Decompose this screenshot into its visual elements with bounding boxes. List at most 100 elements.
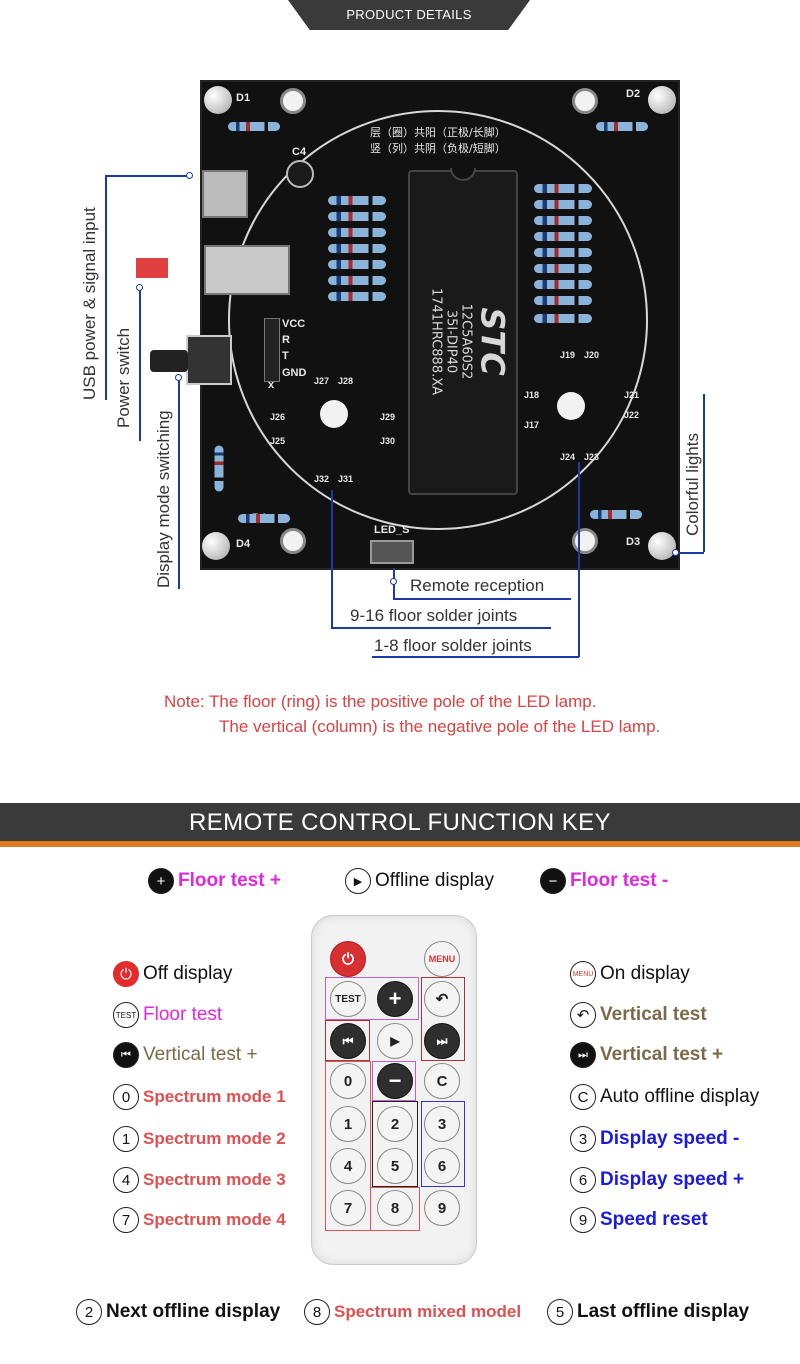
led-d4 (202, 532, 230, 560)
digit-0-icon: 0 (113, 1084, 139, 1110)
silk-j27: J27 (314, 376, 330, 386)
resistor (534, 248, 592, 257)
silk-j19: J19 (560, 350, 576, 360)
remote-key-5[interactable]: 5 (377, 1148, 413, 1184)
mounting-hole-bl (280, 528, 306, 554)
fn-label: Last offline display (577, 1301, 750, 1322)
digit-1-icon: 1 (113, 1126, 139, 1152)
fn-label: Spectrum mode 2 (143, 1129, 286, 1148)
fn-speed-reset: 9 Speed reset (570, 1207, 708, 1233)
label-colorful: Colorful lights (683, 433, 702, 536)
remote-menu-key[interactable]: MENU (424, 941, 460, 977)
resistor (534, 296, 592, 305)
label-solder-9-16: 9-16 floor solder joints (350, 606, 518, 625)
capacitor-c4 (286, 160, 314, 188)
resistor (328, 292, 386, 301)
fn-label: On display (600, 963, 690, 984)
callout-mode-dot (175, 374, 182, 381)
resistor (328, 244, 386, 253)
fn-vertical-test: ↶ Vertical test (570, 1002, 707, 1028)
remote-key-7[interactable]: 7 (330, 1190, 366, 1226)
label-power: Power switch (114, 327, 133, 428)
silk-j20: J20 (584, 350, 600, 360)
fn-label: Vertical test (600, 1004, 707, 1025)
remote-back-key[interactable]: ↶ (424, 981, 460, 1017)
callout-9-16-h (331, 627, 551, 629)
silk-d1: D1 (236, 92, 251, 104)
callout-usb-dot (186, 172, 193, 179)
silk-j31: J31 (338, 474, 354, 484)
fn-floor-test-minus: − Floor test - (540, 868, 668, 894)
resistor (534, 232, 592, 241)
fn-offline-display: ▶ Offline display (345, 868, 494, 894)
mode-button-s1 (186, 335, 232, 385)
center-hole-right (557, 392, 585, 420)
remote-test-key[interactable]: TEST (330, 981, 366, 1017)
section-bar (0, 803, 800, 845)
resistor (238, 514, 290, 523)
callout-1-8-v (578, 462, 580, 657)
remote-key-c[interactable]: C (424, 1063, 460, 1099)
label-remote-reception: Remote reception (410, 576, 545, 595)
fn-label: Auto offline display (600, 1086, 760, 1107)
silk-x: x (268, 379, 275, 391)
letter-c-icon: C (570, 1084, 596, 1110)
callout-usb-h (105, 175, 191, 177)
silk-j26: J26 (270, 412, 286, 422)
led-d2 (648, 86, 676, 114)
remote-plus-key[interactable]: + (377, 981, 413, 1017)
remote-power-key[interactable]: ⏻ (330, 941, 366, 977)
label-usb: USB power & signal input (80, 207, 99, 400)
resistor (328, 212, 386, 221)
fn-label: Spectrum mode 4 (143, 1210, 286, 1229)
led-d1 (204, 86, 232, 114)
callout-9-16-v (331, 490, 333, 628)
remote-next-key[interactable]: ⏭ (424, 1023, 460, 1059)
silk-j23: J23 (584, 452, 600, 462)
fn-floor-test: TEST Floor test (113, 1002, 222, 1028)
fn-label: Off display (143, 963, 233, 984)
resistor (534, 200, 592, 209)
remote-key-1[interactable]: 1 (330, 1106, 366, 1142)
remote-key-6[interactable]: 6 (424, 1148, 460, 1184)
remote-prev-key[interactable]: ⏮ (330, 1023, 366, 1059)
silk-j30: J30 (380, 436, 396, 446)
fn-label: Vertical test + (143, 1044, 258, 1065)
fn-spectrum-3: 4 Spectrum mode 3 (113, 1167, 286, 1193)
section-title: REMOTE CONTROL FUNCTION KEY (189, 809, 611, 836)
silk-d4: D4 (236, 538, 251, 550)
remote-play-key[interactable]: ▶ (377, 1023, 413, 1059)
silk-c4: C4 (292, 146, 307, 158)
remote-key-9[interactable]: 9 (424, 1190, 460, 1226)
fn-label: Floor test - (570, 870, 669, 891)
fn-next-offline: 2 Next offline display (76, 1299, 280, 1325)
chip-brand: STC (473, 307, 512, 376)
remote-minus-key[interactable]: − (377, 1063, 413, 1099)
test-icon: TEST (113, 1002, 139, 1028)
digit-2-icon: 2 (76, 1299, 102, 1325)
remote-key-2[interactable]: 2 (377, 1106, 413, 1142)
resistor (534, 314, 592, 323)
back-arrow-icon: ↶ (570, 1002, 596, 1028)
silk-j28: J28 (338, 376, 354, 386)
power-icon: ⏻ (113, 961, 139, 987)
remote-key-4[interactable]: 4 (330, 1148, 366, 1184)
led-ring (228, 110, 648, 530)
mode-button-knob (150, 350, 188, 372)
resistor (534, 280, 592, 289)
fn-last-offline: 5 Last offline display (547, 1299, 749, 1325)
remote-key-0[interactable]: 0 (330, 1063, 366, 1099)
silk-j21: J21 (624, 390, 640, 400)
section-bar-accent (0, 841, 800, 847)
remote-key-8[interactable]: 8 (377, 1190, 413, 1226)
mounting-hole-tl (280, 88, 306, 114)
silk-d2: D2 (626, 88, 641, 100)
fn-display-speed-minus: 3 Display speed - (570, 1126, 739, 1152)
fn-label: Display speed + (600, 1169, 745, 1190)
fn-on-display: MENU On display (570, 961, 690, 987)
resistor (328, 228, 386, 237)
fn-off-display: ⏻ Off display (113, 961, 232, 987)
callout-colorful-dot (672, 549, 679, 556)
remote-key-3[interactable]: 3 (424, 1106, 460, 1142)
digit-5-icon: 5 (547, 1299, 573, 1325)
